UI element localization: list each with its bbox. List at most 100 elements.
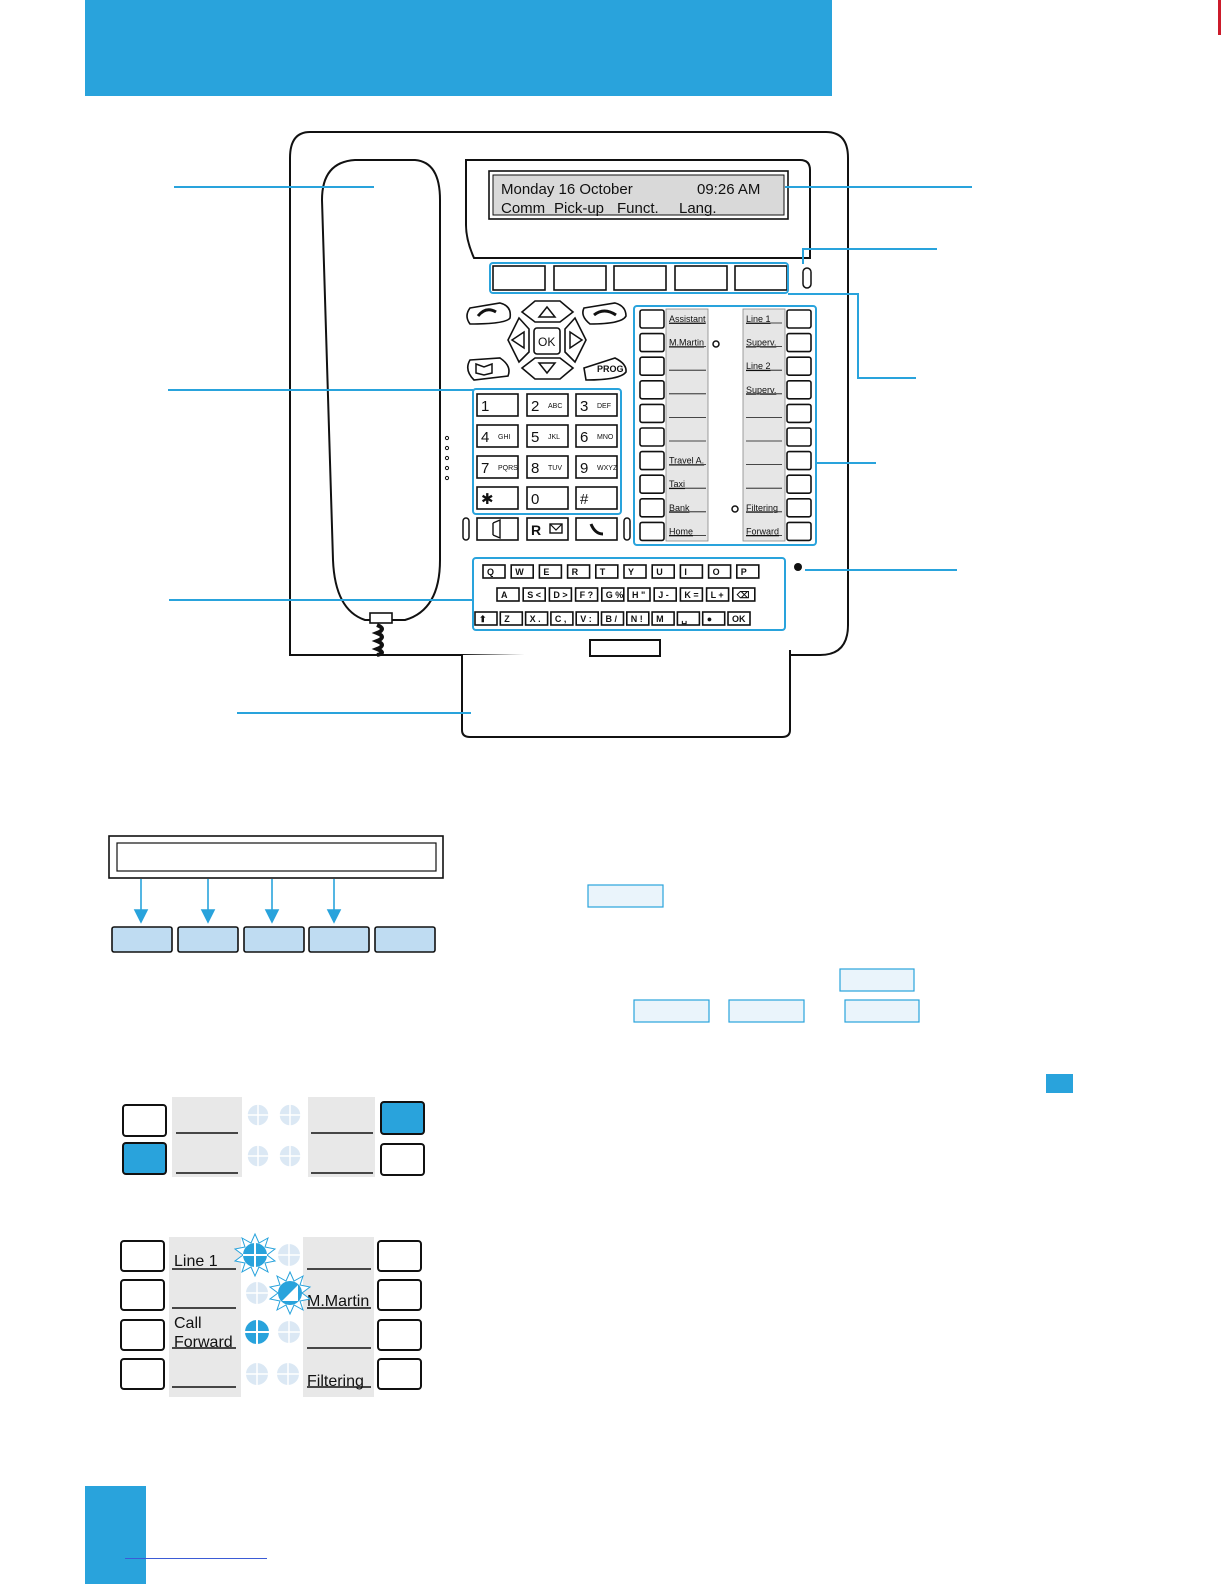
lcd-softkey-label-3: Funct. bbox=[617, 200, 659, 217]
ok-key[interactable] bbox=[533, 327, 561, 355]
keyboard-key[interactable] bbox=[707, 564, 732, 579]
keypad-key[interactable] bbox=[476, 455, 519, 479]
keypad-digit: 0 bbox=[531, 491, 539, 508]
keyboard-key-label: X . bbox=[530, 614, 541, 624]
keyboard-key[interactable] bbox=[627, 587, 651, 602]
keyboard-key[interactable] bbox=[499, 611, 524, 626]
directory-key-left[interactable] bbox=[639, 332, 665, 353]
keyboard-key[interactable] bbox=[653, 587, 678, 602]
keyboard-key[interactable] bbox=[600, 611, 625, 626]
keyboard-key[interactable] bbox=[474, 611, 498, 626]
diagram2-left-label-3: Call bbox=[174, 1315, 202, 1332]
directory-key-left[interactable] bbox=[639, 450, 665, 471]
directory-key-left[interactable] bbox=[639, 309, 665, 329]
directory-key-left[interactable] bbox=[639, 427, 665, 447]
keyboard-key[interactable] bbox=[705, 587, 730, 602]
keyboard-key-label: J - bbox=[658, 590, 669, 600]
keypad-digit: 8 bbox=[531, 460, 539, 477]
keyboard-key-label: O bbox=[713, 567, 720, 577]
keyboard-key-label: ⬆ bbox=[479, 614, 487, 624]
directory-key-right[interactable] bbox=[786, 521, 812, 542]
keypad-digit: 4 bbox=[481, 429, 489, 446]
keyboard-key-label: Y bbox=[628, 567, 634, 577]
softkeys[interactable] bbox=[492, 265, 788, 291]
keypad-key[interactable] bbox=[575, 486, 618, 510]
keypad-key[interactable] bbox=[575, 393, 618, 417]
directory-key-right[interactable] bbox=[786, 450, 812, 471]
display-softkey-diagram bbox=[108, 835, 444, 953]
keyboard-key-label: I bbox=[684, 567, 687, 577]
keypad-key[interactable] bbox=[575, 455, 618, 479]
keyboard-key[interactable] bbox=[548, 587, 573, 602]
directory-key-left[interactable] bbox=[639, 521, 665, 542]
directory-key-left[interactable] bbox=[639, 403, 665, 424]
keyboard-key-label: K = bbox=[684, 590, 698, 600]
directory-key-left[interactable] bbox=[639, 356, 665, 377]
directory-key-left[interactable] bbox=[639, 497, 665, 518]
keyboard-key-label: C , bbox=[555, 614, 567, 624]
keyboard-key-label: ␣ bbox=[681, 614, 687, 625]
inline-softkey-markers bbox=[587, 884, 920, 1023]
keypad-digit: 1 bbox=[481, 398, 489, 415]
keyboard-key[interactable] bbox=[482, 564, 506, 579]
directory-key-left[interactable] bbox=[639, 474, 665, 495]
keyboard-key[interactable] bbox=[651, 611, 675, 626]
keyboard-key[interactable] bbox=[574, 587, 599, 602]
directory-key-right[interactable] bbox=[786, 356, 812, 377]
keyboard-key[interactable] bbox=[679, 587, 704, 602]
keypad-key[interactable] bbox=[476, 393, 519, 417]
directory-key-right[interactable] bbox=[786, 403, 812, 424]
directory-key-right[interactable] bbox=[786, 379, 812, 400]
directory-key-left[interactable] bbox=[639, 379, 665, 400]
lcd-softkey-label-1: Comm bbox=[501, 200, 545, 217]
keyboard-key-label: G % bbox=[606, 590, 624, 600]
keyboard-key[interactable] bbox=[524, 611, 549, 626]
directory-key-right[interactable] bbox=[786, 474, 812, 495]
keyboard-key[interactable] bbox=[496, 587, 520, 602]
keyboard-key[interactable] bbox=[731, 587, 756, 602]
keypad-key[interactable] bbox=[526, 455, 569, 479]
directory-key-right[interactable] bbox=[786, 427, 812, 447]
keypad-key[interactable] bbox=[526, 486, 569, 510]
keypad-key[interactable] bbox=[526, 424, 569, 448]
keyboard-key[interactable] bbox=[594, 564, 619, 579]
keypad-key[interactable] bbox=[476, 424, 519, 448]
directory-key-right[interactable] bbox=[786, 309, 812, 329]
keyboard-key-label: R bbox=[572, 567, 579, 577]
keyboard-key[interactable] bbox=[575, 611, 600, 626]
directory-label-left: Travel A. bbox=[669, 456, 704, 466]
keypad-digit: 6 bbox=[580, 429, 588, 446]
directory-key-right[interactable] bbox=[786, 332, 812, 353]
directory-key-right[interactable] bbox=[786, 497, 812, 518]
keyboard-key[interactable] bbox=[625, 611, 650, 626]
keyboard-key[interactable] bbox=[600, 587, 625, 602]
header-band bbox=[85, 0, 832, 96]
keyboard-key[interactable] bbox=[538, 564, 563, 579]
lcd-line1-right: 09:26 AM bbox=[697, 181, 760, 198]
keyboard-key[interactable] bbox=[510, 564, 535, 579]
directory-label-right: Filtering bbox=[746, 503, 778, 513]
directory-label-right: Line 2 bbox=[746, 361, 771, 371]
keyboard-key[interactable] bbox=[676, 611, 701, 626]
keyboard-key[interactable] bbox=[566, 564, 591, 579]
keyboard-key[interactable] bbox=[735, 564, 760, 579]
keyboard-key[interactable] bbox=[701, 611, 726, 626]
keypad-key[interactable] bbox=[575, 424, 618, 448]
keyboard-key[interactable] bbox=[522, 587, 547, 602]
keypad-letters: JKL bbox=[548, 434, 560, 441]
keypad-key[interactable] bbox=[476, 486, 519, 510]
keyboard-key[interactable] bbox=[727, 611, 751, 626]
keyboard-key[interactable] bbox=[651, 564, 676, 579]
keyboard-key[interactable] bbox=[550, 611, 574, 626]
keyboard-key-label: L + bbox=[711, 590, 724, 600]
keyboard-key-label: W bbox=[515, 567, 524, 577]
keyboard-key[interactable] bbox=[623, 564, 647, 579]
page-number-tab bbox=[85, 1486, 146, 1584]
keyboard-key[interactable] bbox=[679, 564, 704, 579]
keyboard-key-label: M bbox=[656, 614, 664, 624]
keypad-key[interactable] bbox=[526, 393, 569, 417]
